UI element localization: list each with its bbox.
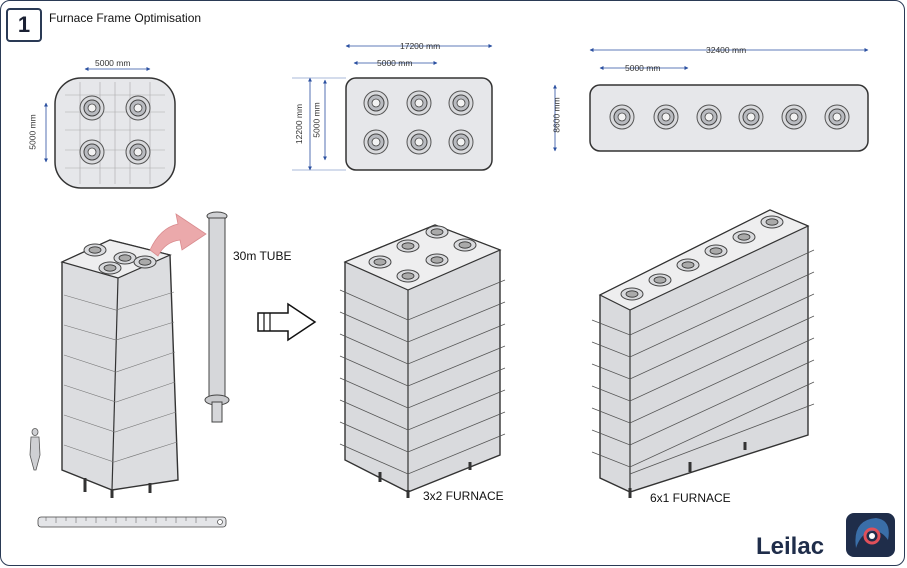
single-width-dim: 5000 mm: [95, 58, 131, 68]
section-number: 1: [6, 8, 42, 42]
6x1-overall-height-dim: 8600 mm: [551, 97, 562, 133]
furnace-3x2-label: 3x2 FURNACE: [423, 489, 504, 503]
6x1-overall-width-dim: 32400 mm: [706, 45, 747, 55]
single-module-tower: [29, 213, 227, 528]
plan-single-module: [44, 67, 176, 189]
transition-arrow: [257, 302, 317, 342]
single-height-dim: 5000 mm: [27, 114, 38, 150]
furnace-3x2-stack: [339, 224, 506, 498]
plan-6x1-module: [553, 48, 869, 152]
tube-30m: [204, 211, 230, 423]
3x2-module-height-dim: 5000 mm: [311, 102, 322, 138]
plan-3x2-module: [292, 44, 493, 171]
3x2-module-width-dim: 5000 mm: [377, 58, 413, 68]
6x1-module-width-dim: 5000 mm: [625, 63, 661, 73]
tube-label: 30m TUBE: [233, 249, 292, 263]
3x2-overall-height-dim: 12200 mm: [294, 103, 305, 145]
page-title: Furnace Frame Optimisation: [49, 11, 202, 25]
furnace-6x1-label: 6x1 FURNACE: [650, 491, 731, 505]
furnace-6x1-stack: [591, 209, 815, 498]
3x2-overall-width-dim: 17200 mm: [400, 41, 441, 51]
leilac-logo-text: Leilac: [756, 533, 825, 560]
leilac-logo-mark: [846, 513, 895, 557]
